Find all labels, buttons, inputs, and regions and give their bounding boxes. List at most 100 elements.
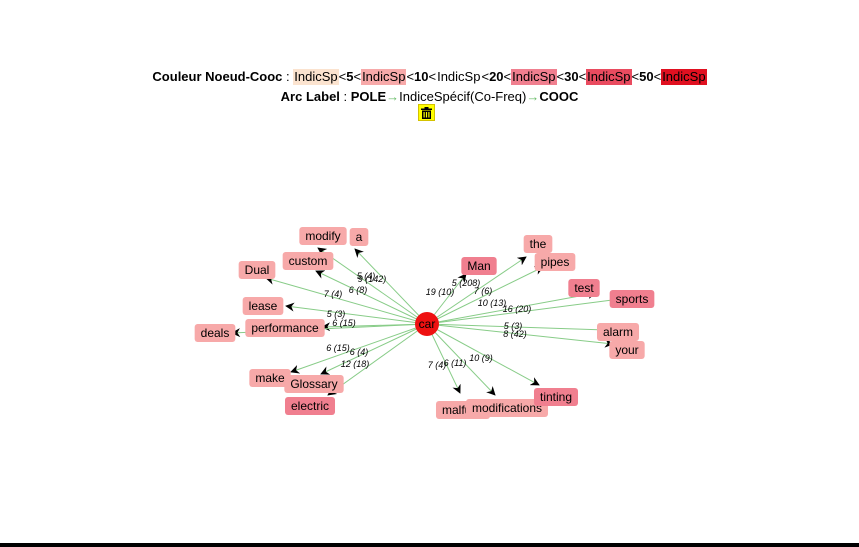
- node-box: [609, 290, 655, 308]
- node-box: [282, 252, 334, 270]
- node-box: [465, 399, 549, 417]
- node-tinting[interactable]: tinting: [533, 388, 579, 406]
- node-deals[interactable]: deals: [194, 324, 236, 342]
- node-label: Man: [467, 259, 490, 273]
- node-label: electric: [291, 399, 329, 413]
- node-sports[interactable]: sports: [609, 290, 655, 308]
- center-node[interactable]: car: [415, 312, 439, 336]
- edge-modify: [317, 247, 428, 325]
- edge-alarm: [426, 323, 607, 335]
- legend-threshold: 50: [639, 69, 654, 84]
- edge-label: 16 (20): [503, 304, 532, 314]
- edge-label: 19 (10): [426, 287, 455, 297]
- legend-threshold: 20: [489, 69, 504, 84]
- edge-pipes: [426, 266, 544, 325]
- node-pipes[interactable]: pipes: [534, 253, 576, 271]
- legend-lt: <: [353, 69, 362, 84]
- legend-threshold: 10: [414, 69, 429, 84]
- edge-tinting: [426, 323, 540, 386]
- node-your[interactable]: your: [609, 341, 645, 359]
- node-box: [534, 253, 576, 271]
- legend-lt: <: [631, 69, 640, 84]
- legend-threshold: 30: [564, 69, 579, 84]
- edge-label: 6 (15): [326, 343, 350, 353]
- legend-lt: <: [556, 69, 565, 84]
- node-box: [284, 375, 344, 393]
- legend-separator: :: [282, 69, 294, 84]
- legend-swatch-2: IndicSp: [361, 69, 407, 85]
- edge-modifications: [426, 323, 496, 396]
- edge-label: 5 (4): [357, 271, 376, 281]
- node-custom[interactable]: custom: [282, 252, 334, 270]
- arc-label-pole: POLE: [350, 89, 387, 104]
- node-label: modifications: [472, 401, 542, 415]
- node-label: pipes: [541, 255, 570, 269]
- node-label: tinting: [540, 390, 572, 404]
- legend-swatch-1: IndicSp: [293, 69, 339, 85]
- edge-electric: [327, 323, 428, 396]
- node-label: a: [356, 230, 363, 244]
- edge-label: 6 (11): [444, 358, 467, 368]
- node-box: [461, 257, 497, 275]
- edge-test: [426, 290, 597, 325]
- legend-swatch-4: IndicSp: [511, 69, 557, 85]
- legend-lt: <: [503, 69, 512, 84]
- node-performance[interactable]: performance: [245, 319, 325, 337]
- node-man[interactable]: Man: [461, 257, 497, 275]
- edge-dual: [265, 275, 428, 325]
- node-label: sports: [616, 292, 649, 306]
- edge-malfunc: [426, 323, 461, 394]
- edge-the: [426, 256, 527, 325]
- node-label: your: [615, 343, 638, 357]
- node-label: Glossary: [290, 377, 337, 391]
- edge-custom: [315, 270, 428, 325]
- node-color-legend: Couleur Noeud-Cooc : IndicSp<5<IndicSp<1…: [0, 67, 859, 87]
- node-test[interactable]: test: [568, 279, 600, 297]
- node-label: deals: [201, 326, 230, 340]
- node-electric[interactable]: electric: [284, 397, 336, 415]
- edge-label: 6 (15): [332, 318, 356, 328]
- node-label: alarm: [603, 325, 633, 339]
- node-modifications[interactable]: modifications: [465, 399, 549, 417]
- trash-button[interactable]: [418, 104, 435, 121]
- edge-label: 10 (13): [478, 298, 507, 308]
- node-box: [523, 235, 553, 253]
- node-label: make: [255, 371, 285, 385]
- node-a[interactable]: a: [349, 228, 369, 246]
- node-modify[interactable]: modify: [299, 227, 347, 245]
- edge-label: 12 (18): [341, 359, 370, 369]
- edge-label: 7 (4): [428, 360, 447, 370]
- arc-label-cooc: COOC: [539, 89, 579, 104]
- trash-icon: [421, 106, 432, 119]
- node-box: [533, 388, 579, 406]
- node-dual[interactable]: Dual: [238, 261, 276, 279]
- node-glossary[interactable]: Glossary: [284, 375, 344, 393]
- edge-make: [290, 323, 428, 374]
- edge-label: 6 (4): [350, 347, 369, 357]
- node-label: Dual: [245, 263, 270, 277]
- node-color-legend-title: Couleur Noeud-Cooc: [152, 69, 283, 84]
- node-box: [299, 227, 347, 245]
- legend-lt: <: [406, 69, 415, 84]
- edge-label: 9 (142): [358, 274, 387, 284]
- legend-lt: <: [578, 69, 587, 84]
- legend: Couleur Noeud-Cooc : IndicSp<5<IndicSp<1…: [0, 67, 859, 107]
- edge-lease: [285, 302, 428, 325]
- node-make[interactable]: make: [249, 369, 291, 387]
- center-node-circle: [415, 312, 439, 336]
- node-alarm[interactable]: alarm: [596, 323, 640, 341]
- edge-label: 5 (3): [327, 309, 346, 319]
- node-label: lease: [249, 299, 278, 313]
- node-label: the: [530, 237, 547, 251]
- edge-label: 10 (9): [469, 353, 493, 363]
- node-box: [284, 397, 336, 415]
- node-lease[interactable]: lease: [242, 297, 284, 315]
- edge-label: 7 (6): [474, 286, 493, 296]
- node-the[interactable]: the: [523, 235, 553, 253]
- node-box: [245, 319, 325, 337]
- node-label: modify: [305, 229, 340, 243]
- arc-label-title: Arc Label: [280, 89, 340, 104]
- arc-label-indice: IndiceSpécif(Co-Freq): [399, 89, 527, 104]
